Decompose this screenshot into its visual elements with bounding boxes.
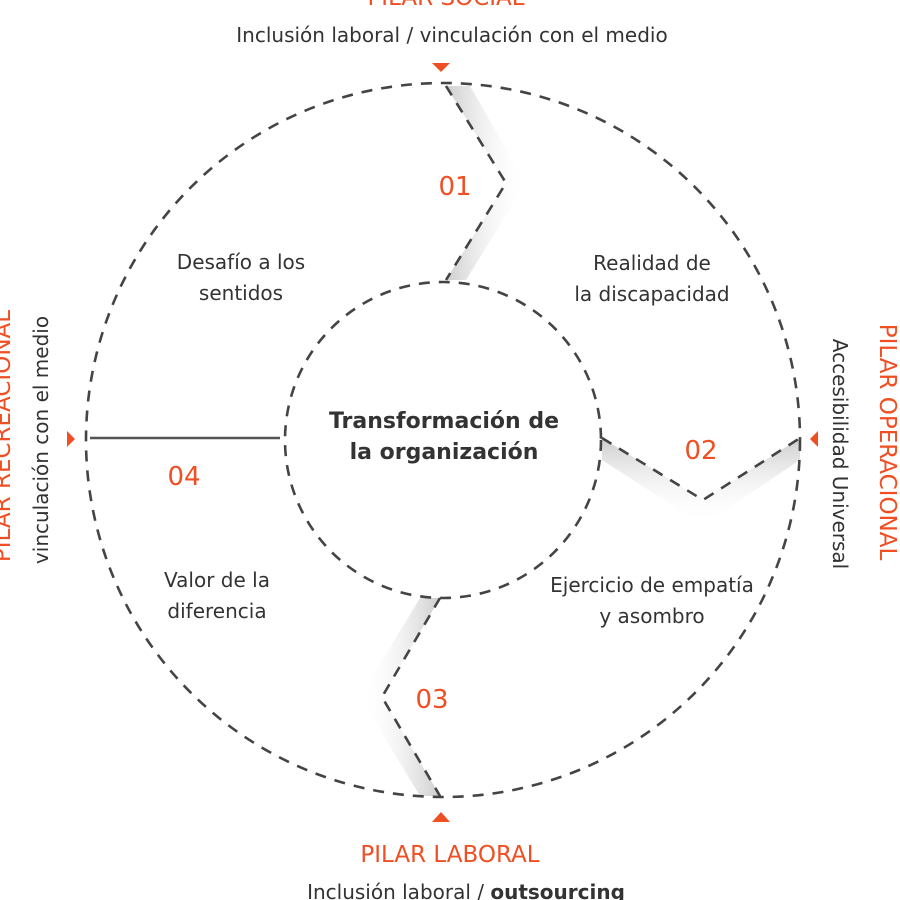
step-number-03: 03: [415, 685, 448, 715]
pillar-bottom-title: PILAR LABORAL: [360, 842, 539, 868]
inner-circle: [283, 280, 603, 600]
quadrant-top-right-line1: Realidad de: [593, 251, 711, 275]
step-number-01: 01: [438, 172, 471, 202]
pillar-bottom-subtitle: Inclusión laboral / outsourcing: [307, 880, 625, 900]
marker-left-icon: [67, 431, 75, 447]
step-number-04: 04: [167, 462, 200, 492]
pillar-bottom-subtitle-plain: Inclusión laboral /: [307, 880, 490, 900]
pillar-top-subtitle: Inclusión laboral / vinculación con el m…: [236, 23, 667, 47]
quadrant-top-left-line1: Desafío a los: [177, 250, 305, 274]
quadrant-top-right-line2: la discapacidad: [574, 282, 729, 306]
quadrant-bottom-left-line1: Valor de la: [164, 568, 270, 592]
pillar-left-title: PILAR RECREACIONAL: [0, 310, 16, 562]
quadrant-bottom-right-line2: y asombro: [599, 604, 704, 628]
marker-right-icon: [810, 431, 818, 447]
divider-03-shadow: [360, 598, 440, 796]
pillar-left-subtitle: vinculación con el medio: [29, 316, 53, 564]
quadrant-bottom-right-line1: Ejercicio de empatía: [550, 573, 754, 597]
divider-02-shadow: [602, 438, 800, 525]
pillar-right-title: PILAR OPERACIONAL: [874, 324, 900, 561]
divider-01: [444, 85, 508, 281]
divider-01-shadow: [446, 86, 526, 280]
center-title-line2: la organización: [350, 440, 539, 465]
pillar-right-subtitle: Accesibilidad Universal: [828, 339, 852, 569]
outer-circle: [84, 81, 802, 799]
quadrant-bottom-left-line2: diferencia: [167, 599, 266, 623]
pillar-top-title: PILAR SOCIAL: [367, 0, 524, 11]
center-title-line1: Transformación de: [329, 409, 559, 434]
pillar-bottom-subtitle-bold: outsourcing: [490, 880, 625, 900]
marker-top-icon: [432, 63, 450, 72]
quadrant-top-left-line2: sentidos: [199, 281, 283, 305]
step-number-02: 02: [684, 436, 717, 466]
marker-bottom-icon: [432, 812, 450, 822]
